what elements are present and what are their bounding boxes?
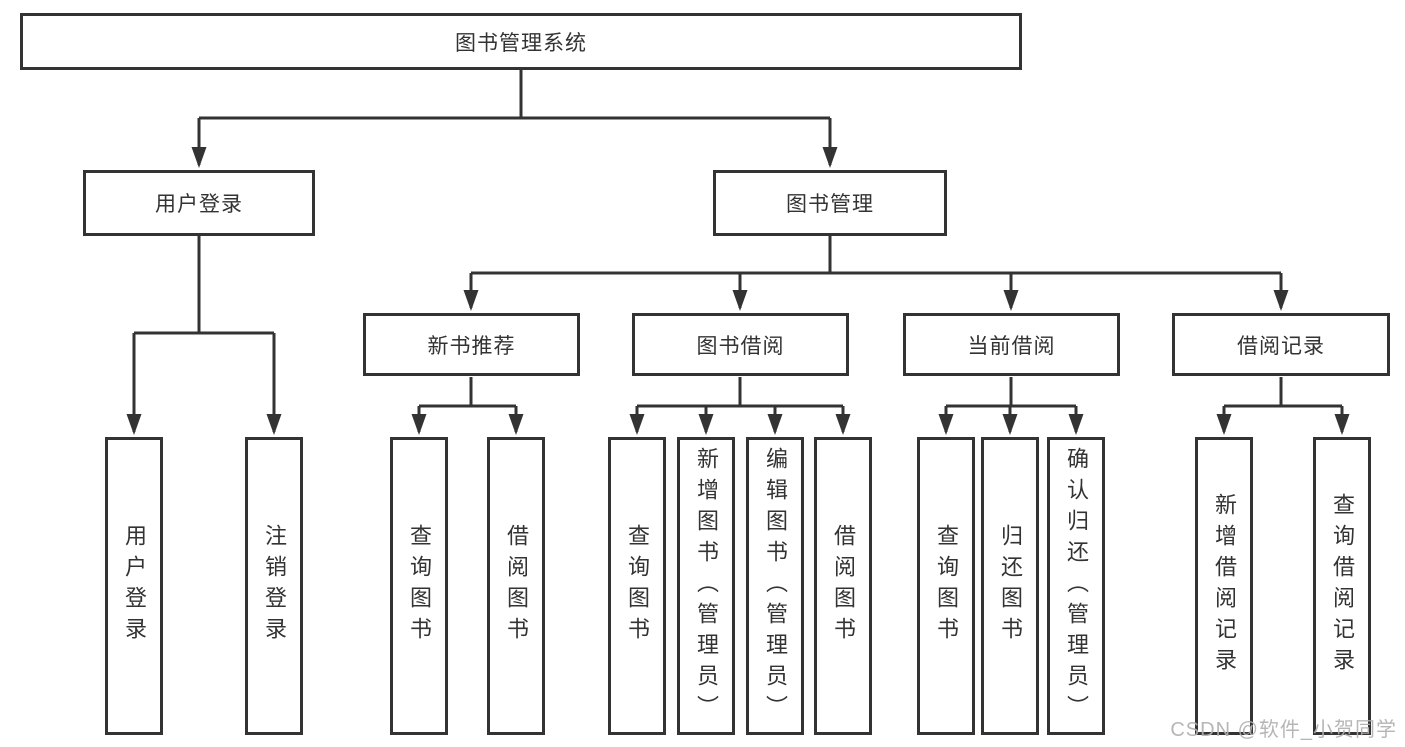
leaf-borrow-books-recommend: 借阅图书 — [487, 437, 545, 735]
leaf-confirm-return-admin: 确认归还（管理员） — [1047, 437, 1105, 735]
leaf-return-books: 归还图书 — [981, 437, 1039, 735]
leaf-user-login: 用户登录 — [105, 437, 163, 735]
leaf-query-borrow-record: 查询借阅记录 — [1313, 437, 1371, 735]
leaf-query-books-recommend: 查询图书 — [390, 437, 448, 735]
leaf-add-borrow-record: 新增借阅记录 — [1195, 437, 1253, 735]
leaf-edit-books-admin: 编辑图书（管理员） — [746, 437, 804, 735]
node-library-system: 图书管理系统 — [20, 13, 1022, 70]
node-user-login: 用户登录 — [83, 170, 315, 236]
leaf-query-books-current: 查询图书 — [917, 437, 975, 735]
node-current-borrowing: 当前借阅 — [903, 313, 1120, 376]
leaf-borrow-books-borrowing: 借阅图书 — [814, 437, 872, 735]
node-new-book-recommend: 新书推荐 — [363, 313, 580, 376]
node-borrowing-records: 借阅记录 — [1172, 313, 1390, 376]
leaf-logout-login: 注销登录 — [245, 437, 303, 735]
csdn-watermark: CSDN @软件_小贺同学 — [1170, 719, 1397, 741]
leaf-query-books-borrowing: 查询图书 — [608, 437, 666, 735]
node-book-borrowing: 图书借阅 — [632, 313, 849, 376]
leaf-add-books-admin: 新增图书（管理员） — [677, 437, 735, 735]
node-book-management: 图书管理 — [713, 170, 947, 236]
